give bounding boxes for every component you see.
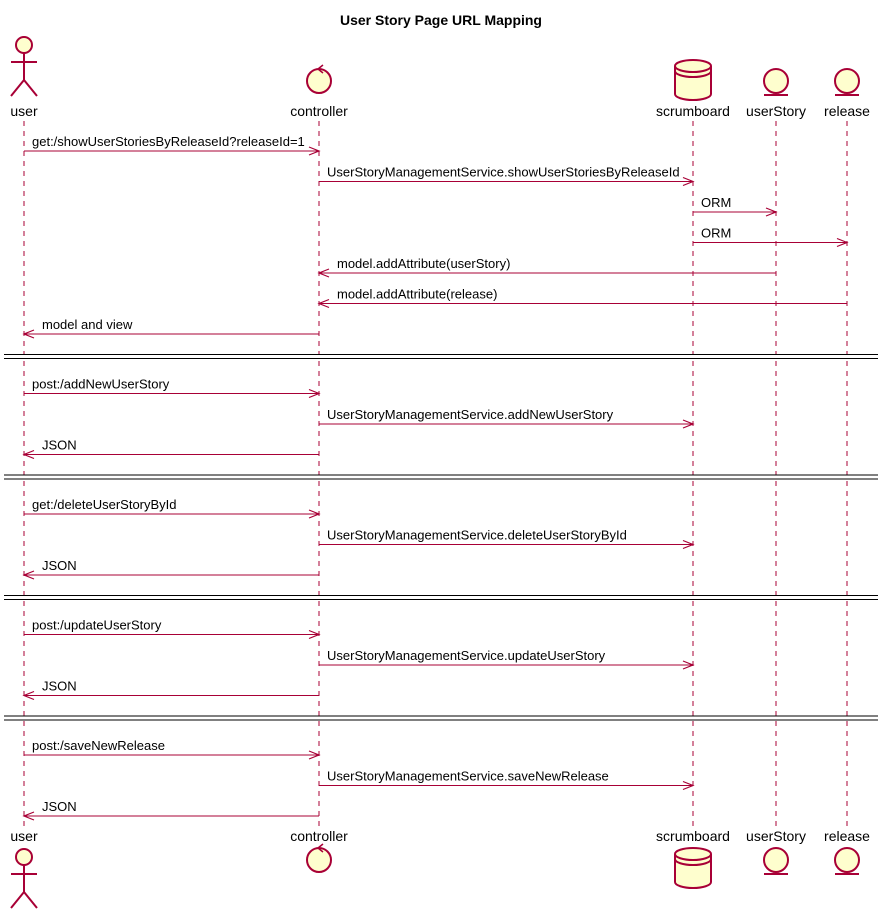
group-divider xyxy=(4,595,878,600)
participant-label: user xyxy=(10,103,38,119)
participant-release-top: release xyxy=(824,68,870,119)
message-4-2: UserStoryManagementService.updateUserSto… xyxy=(319,648,695,670)
database-icon xyxy=(674,847,712,889)
participant-label: user xyxy=(10,828,38,844)
message-1-7: model and view xyxy=(22,317,319,339)
message-label: model.addAttribute(userStory) xyxy=(337,256,510,271)
message-3-3: JSON xyxy=(22,558,319,580)
actor-icon xyxy=(10,848,38,909)
participant-scrumboard-top: scrumboard xyxy=(656,59,730,119)
participants: user user controller controller scrumboard sc… xyxy=(10,36,870,909)
message-label: get:/showUserStoriesByReleaseId?releaseI… xyxy=(32,134,305,149)
arrowhead-icon xyxy=(22,329,35,339)
message-label: JSON xyxy=(42,558,77,573)
message-label: JSON xyxy=(42,799,77,814)
arrowhead-icon xyxy=(22,811,35,821)
participant-release-bottom: release xyxy=(824,828,870,875)
message-label: JSON xyxy=(42,679,77,694)
arrowhead-icon xyxy=(836,237,849,248)
message-2-2: UserStoryManagementService.addNewUserSto… xyxy=(319,407,695,429)
participant-label: controller xyxy=(290,103,348,119)
group-divider xyxy=(4,715,878,721)
database-icon xyxy=(674,59,712,101)
participant-label: scrumboard xyxy=(656,828,730,844)
control-icon xyxy=(306,843,332,873)
message-1-4: ORM xyxy=(693,226,849,248)
message-label: post:/updateUserStory xyxy=(32,618,162,633)
entity-icon xyxy=(834,847,860,875)
participant-label: userStory xyxy=(746,103,806,119)
participant-scrumboard-bottom: scrumboard xyxy=(656,828,730,889)
message-label: UserStoryManagementService.updateUserSto… xyxy=(327,648,606,663)
message-label: model and view xyxy=(42,317,133,332)
participant-userstory-bottom: userStory xyxy=(746,828,806,875)
diagram-title: User Story Page URL Mapping xyxy=(340,12,542,28)
arrowhead-icon xyxy=(682,780,695,791)
participant-user-top: user xyxy=(10,36,38,119)
group-divider xyxy=(4,354,878,359)
arrowhead-icon xyxy=(308,388,321,399)
message-3-1: get:/deleteUserStoryById xyxy=(24,497,321,519)
message-2-3: JSON xyxy=(22,438,319,460)
actor-icon xyxy=(10,36,38,97)
participant-controller-bottom: controller xyxy=(290,828,348,873)
entity-icon xyxy=(763,847,789,875)
arrowhead-icon xyxy=(22,449,35,460)
message-4-3: JSON xyxy=(22,679,319,701)
lifelines xyxy=(23,121,848,826)
arrowhead-icon xyxy=(317,268,330,278)
participant-user-bottom: user xyxy=(10,828,38,909)
arrowhead-icon xyxy=(22,570,35,580)
message-1-6: model.addAttribute(release) xyxy=(317,287,847,309)
entity-icon xyxy=(763,68,789,96)
message-label: post:/addNewUserStory xyxy=(32,377,170,392)
message-1-5: model.addAttribute(userStory) xyxy=(317,256,776,278)
participant-label: scrumboard xyxy=(656,103,730,119)
message-label: UserStoryManagementService.addNewUserSto… xyxy=(327,407,614,422)
message-2-1: post:/addNewUserStory xyxy=(24,377,321,399)
message-1-1: get:/showUserStoriesByReleaseId?releaseI… xyxy=(24,134,321,156)
message-label: UserStoryManagementService.saveNewReleas… xyxy=(327,769,609,784)
message-4-1: post:/updateUserStory xyxy=(24,618,321,640)
arrowhead-icon xyxy=(308,750,321,760)
participant-label: release xyxy=(824,103,870,119)
message-5-1: post:/saveNewRelease xyxy=(24,738,321,760)
message-label: model.addAttribute(release) xyxy=(337,287,497,302)
arrowhead-icon xyxy=(682,539,695,550)
arrowhead-icon xyxy=(308,629,321,640)
group-divider xyxy=(4,474,878,480)
participant-userstory-top: userStory xyxy=(746,68,806,119)
arrowhead-icon xyxy=(22,690,35,701)
arrowhead-icon xyxy=(682,419,695,429)
entity-icon xyxy=(834,68,860,96)
message-5-3: JSON xyxy=(22,799,319,821)
participant-label: release xyxy=(824,828,870,844)
control-icon xyxy=(306,64,332,94)
message-label: UserStoryManagementService.deleteUserSto… xyxy=(327,528,627,543)
message-label: post:/saveNewRelease xyxy=(32,738,165,753)
arrowhead-icon xyxy=(682,176,695,187)
messages: get:/showUserStoriesByReleaseId?releaseI… xyxy=(22,134,849,821)
message-3-2: UserStoryManagementService.deleteUserSto… xyxy=(319,528,695,550)
participant-controller-top: controller xyxy=(290,64,348,119)
message-1-3: ORM xyxy=(693,195,778,217)
arrowhead-icon xyxy=(682,660,695,670)
arrowhead-icon xyxy=(765,207,778,217)
message-label: UserStoryManagementService.showUserStori… xyxy=(327,165,680,180)
message-5-2: UserStoryManagementService.saveNewReleas… xyxy=(319,769,695,791)
message-label: ORM xyxy=(701,195,731,210)
arrowhead-icon xyxy=(308,509,321,519)
participant-label: controller xyxy=(290,828,348,844)
message-1-2: UserStoryManagementService.showUserStori… xyxy=(319,165,695,187)
message-label: JSON xyxy=(42,438,77,453)
participant-label: userStory xyxy=(746,828,806,844)
arrowhead-icon xyxy=(317,298,330,309)
arrowhead-icon xyxy=(308,146,321,156)
message-label: ORM xyxy=(701,226,731,241)
message-label: get:/deleteUserStoryById xyxy=(32,497,177,512)
group-separators xyxy=(4,354,878,721)
